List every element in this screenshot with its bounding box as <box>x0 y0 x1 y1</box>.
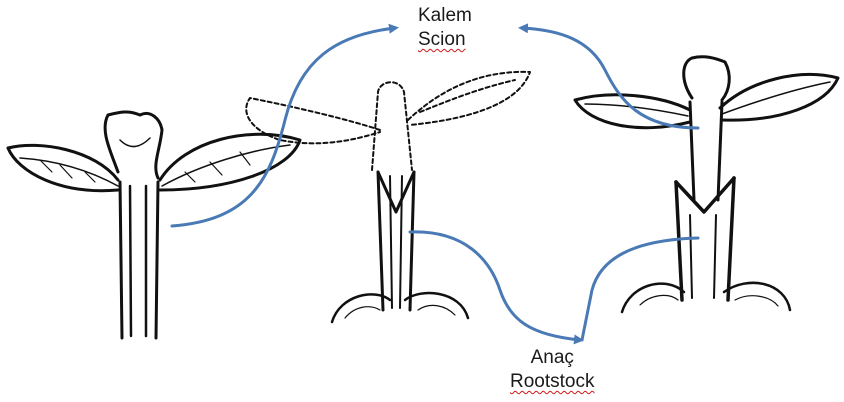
arrow-plant1-to-scion <box>172 28 395 226</box>
arrow-center-to-rootstock <box>410 232 580 340</box>
rootstock-label-en: Rootstock <box>510 371 594 392</box>
rootstock-label-tr: Anaç <box>510 346 594 370</box>
scion-label-tr: Kalem <box>418 4 472 28</box>
scion-label: Kalem Scion <box>418 4 472 52</box>
grafted-plant-right-icon <box>575 57 838 312</box>
scion-label-en: Scion <box>418 29 466 50</box>
rootstock-label: Anaç Rootstock <box>510 346 594 394</box>
seedling-left-icon <box>8 112 300 338</box>
